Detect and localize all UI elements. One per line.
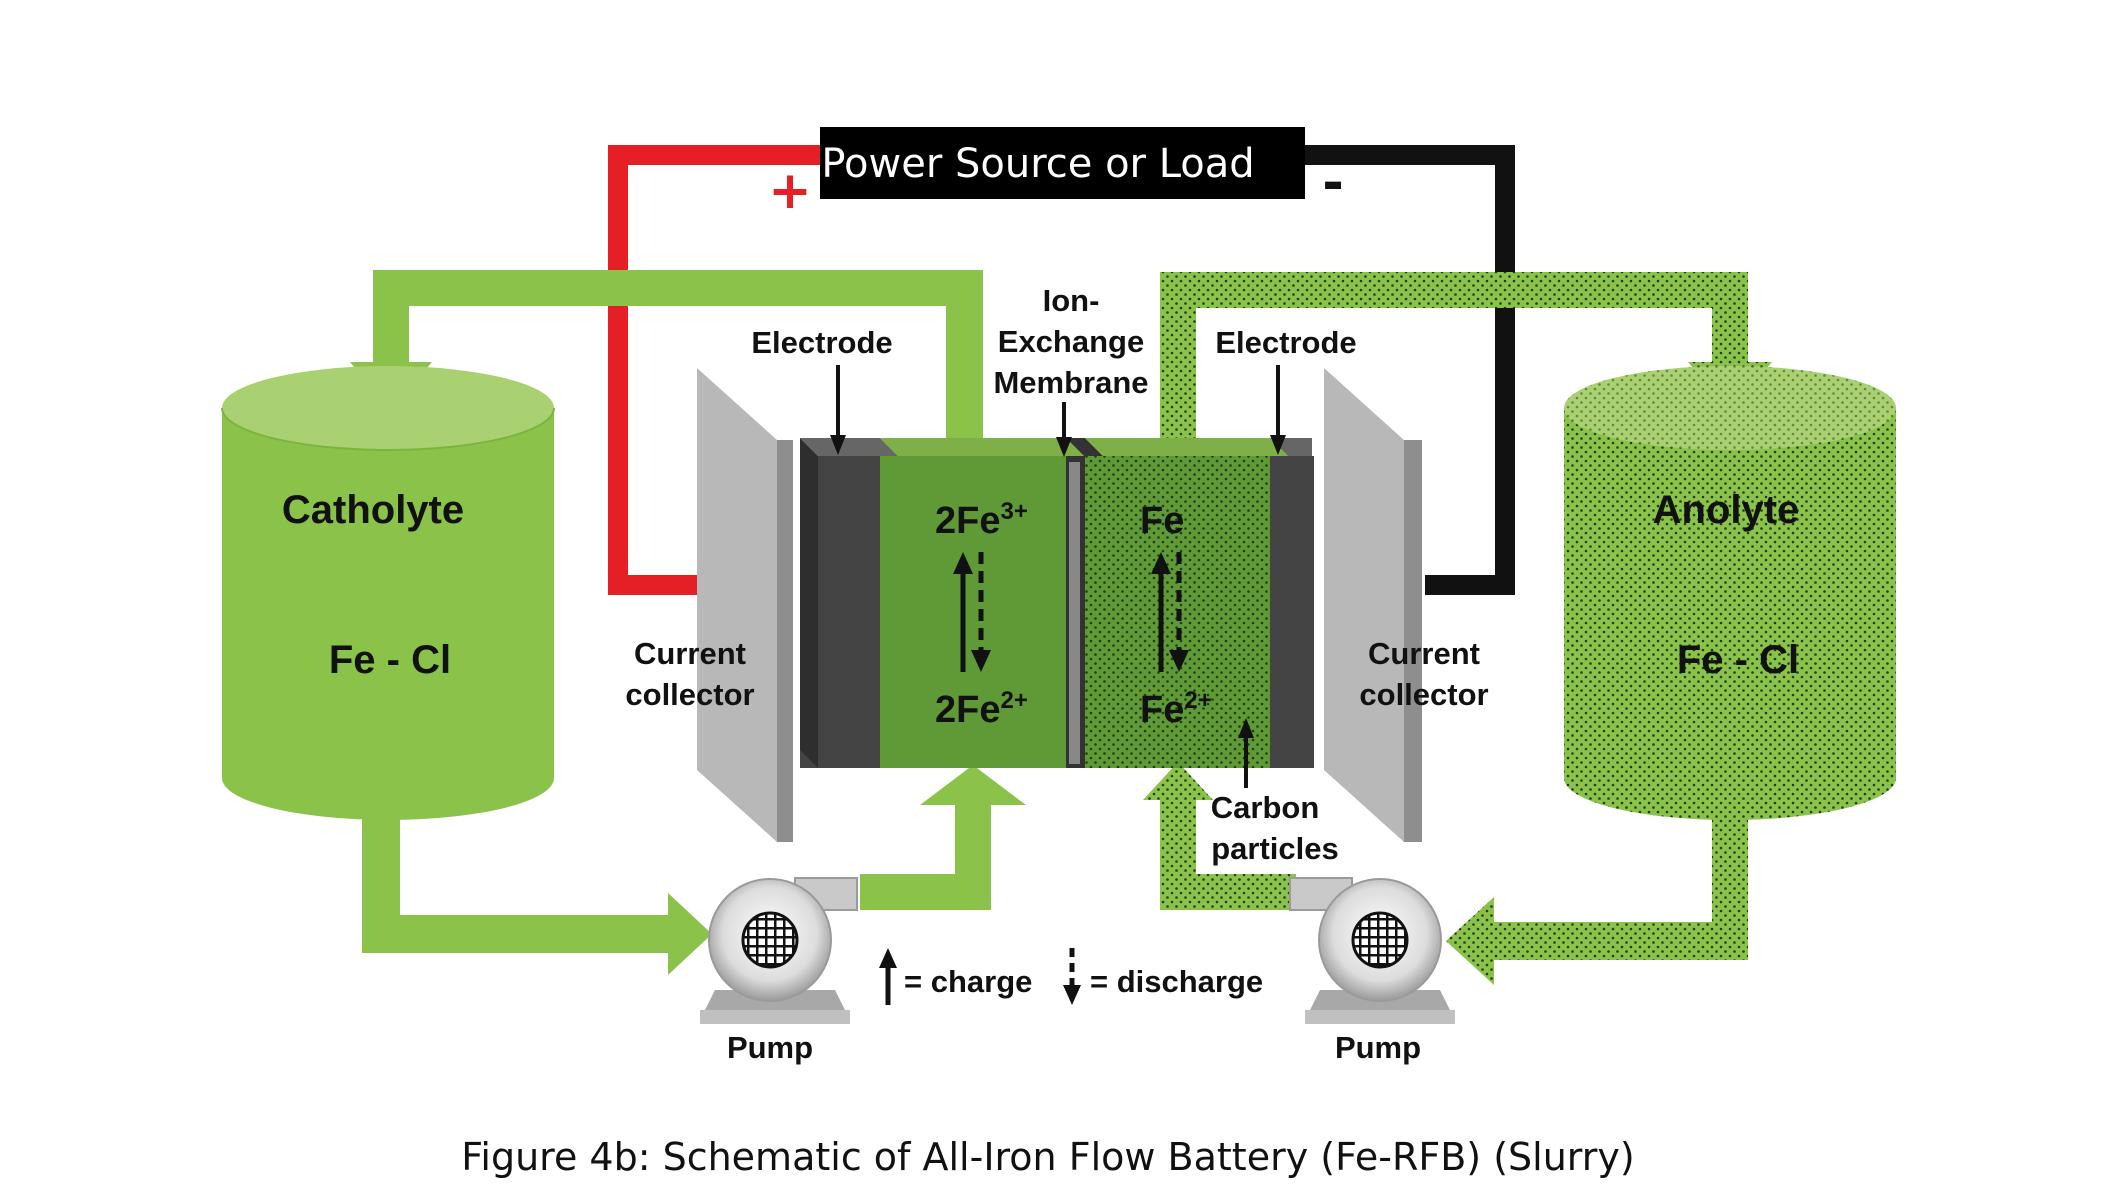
pump-right-grille: [1351, 911, 1409, 969]
pump-right: [1289, 877, 1455, 1024]
electrode-right-label: Electrode: [1215, 325, 1356, 360]
membrane-label-line3: Membrane: [993, 365, 1148, 400]
current-collector-right: [1324, 368, 1422, 842]
current-collector-left-line1: Current: [634, 636, 746, 671]
discharge-arrow-right: [1169, 552, 1189, 672]
carbon-label-line2: particles: [1211, 831, 1339, 866]
pump-left: [700, 877, 858, 1024]
electrode-right-pointer: [1270, 365, 1286, 455]
catholyte-content: Fe - Cl: [329, 638, 451, 682]
electrode-right: [1270, 456, 1314, 768]
current-collector-right-line1: Current: [1368, 636, 1480, 671]
anolyte-content: Fe - Cl: [1677, 638, 1799, 682]
discharge-arrow-left: [971, 552, 991, 672]
carbon-label-line1: Carbon: [1211, 790, 1320, 825]
catholyte-supply-pipe: [362, 765, 1026, 975]
legend-discharge-label: = discharge: [1090, 964, 1263, 999]
membrane-label-line2: Exchange: [998, 324, 1144, 359]
catholyte-chamber: [880, 456, 1066, 768]
current-collector-left-line2: collector: [625, 677, 754, 712]
electrode-left-pointer: [830, 365, 846, 455]
reaction-left-bottom: 2Fe2+: [935, 687, 1028, 731]
reaction-left-top: 2Fe3+: [935, 498, 1028, 542]
pump-right-label: Pump: [1335, 1030, 1421, 1065]
current-collector-right-line2: collector: [1359, 677, 1488, 712]
reaction-right-top: Fe: [1140, 500, 1184, 542]
legend-discharge-arrow: [1063, 948, 1081, 1005]
negative-sign: -: [1322, 153, 1344, 213]
legend-charge-label: = charge: [904, 964, 1032, 999]
cell-stack: [800, 438, 1314, 768]
anolyte-tank: [1564, 366, 1896, 820]
carbon-pointer: [1238, 718, 1254, 788]
catholyte-title: Catholyte: [282, 488, 464, 532]
catholyte-tank: [221, 366, 555, 820]
power-source-label: Power Source or Load: [821, 141, 1254, 187]
anolyte-supply-pipe: [1143, 762, 1748, 985]
charge-arrow-left: [953, 552, 973, 672]
power-source-box: [820, 127, 1305, 199]
membrane-label-line1: Ion-: [1043, 283, 1100, 318]
electrode-left-label: Electrode: [751, 325, 892, 360]
positive-sign: +: [768, 161, 812, 221]
legend-charge-arrow: [879, 948, 897, 1005]
figure-caption: Figure 4b: Schematic of All-Iron Flow Ba…: [461, 1135, 1634, 1179]
membrane-pointer: [1056, 402, 1072, 457]
pump-left-label: Pump: [727, 1030, 813, 1065]
anolyte-title: Anolyte: [1653, 488, 1800, 532]
charge-arrow-right: [1151, 552, 1171, 672]
positive-wire: [608, 145, 820, 595]
pump-left-grille: [741, 911, 799, 969]
negative-wire: [1302, 145, 1515, 595]
reaction-right-bottom: Fe2+: [1140, 687, 1212, 731]
current-collector-left: [697, 368, 793, 842]
